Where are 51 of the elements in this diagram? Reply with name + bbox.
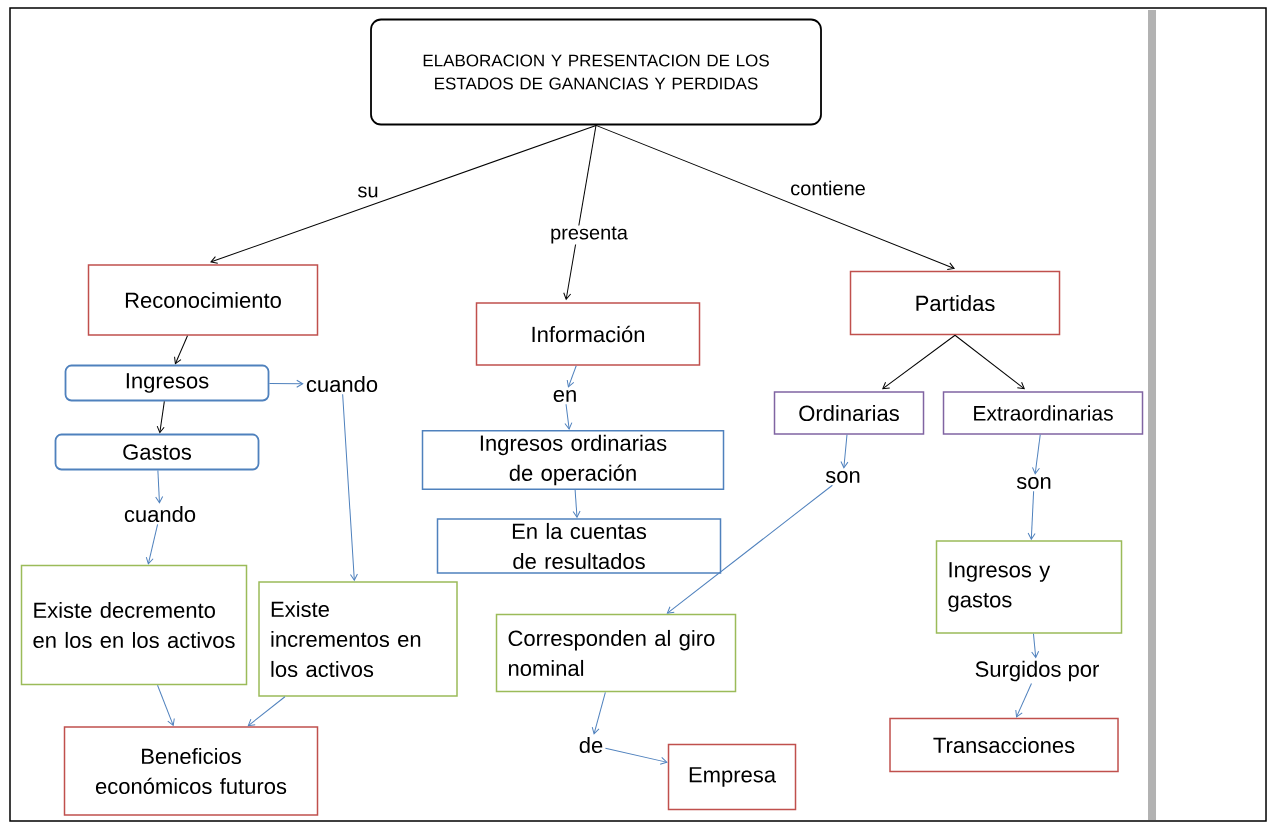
edge-label: su bbox=[356, 185, 380, 199]
concept-box: Corresponden al giro nominal bbox=[495, 613, 737, 693]
concept-box: Ingresos ordinarias de operación bbox=[421, 430, 725, 490]
concept-box: Existe incrementos en los activos bbox=[258, 581, 458, 697]
arrow bbox=[572, 489, 581, 518]
arrow bbox=[342, 393, 358, 581]
concept-box: Empresa bbox=[667, 743, 797, 811]
arrow bbox=[210, 124, 597, 264]
arrow bbox=[954, 334, 1025, 390]
concept-box: Existe decremento en los en los activos bbox=[20, 564, 248, 686]
arrow bbox=[666, 484, 833, 614]
rounded-box: ELABORACION Y PRESENTACION DE LOS ESTADOS DE GANANCIAS Y PERDIDAS bbox=[370, 18, 822, 126]
arrow bbox=[1027, 490, 1036, 540]
arrow bbox=[591, 691, 606, 735]
arrow bbox=[157, 684, 175, 726]
arrow bbox=[1032, 434, 1041, 475]
arrow bbox=[268, 379, 304, 388]
arrow bbox=[840, 434, 849, 469]
arrow bbox=[882, 334, 956, 390]
arrow bbox=[604, 747, 668, 765]
concept-box: Beneficios económicos futuros bbox=[63, 726, 319, 816]
arrow bbox=[563, 124, 597, 300]
linking-word: son bbox=[1016, 477, 1051, 490]
concept-box: Reconocimiento bbox=[87, 264, 319, 336]
arrow bbox=[564, 403, 573, 430]
concept-box: Extraordinarias bbox=[942, 391, 1144, 435]
rounded-box: Ingresos bbox=[64, 364, 270, 402]
linking-word: cuando bbox=[306, 375, 378, 393]
arrow bbox=[1031, 633, 1040, 659]
concept-box: Partidas bbox=[849, 270, 1061, 336]
edge-label: contiene bbox=[789, 179, 867, 197]
arrow bbox=[174, 335, 188, 365]
concept-box: Ordinarias bbox=[773, 391, 925, 435]
linking-word: cuando bbox=[124, 505, 196, 523]
linking-word: Surgidos por bbox=[975, 660, 1099, 682]
arrow bbox=[156, 400, 165, 434]
linking-word: son bbox=[825, 471, 860, 484]
arrow bbox=[247, 696, 286, 727]
arrow bbox=[1015, 682, 1032, 718]
concept-box: Transacciones bbox=[889, 717, 1119, 773]
linking-word: en bbox=[553, 390, 576, 403]
concept-box: Ingresos y gastos bbox=[935, 540, 1123, 634]
edge-label: presenta bbox=[549, 225, 629, 245]
concept-box: En la cuentas de resultados bbox=[436, 518, 722, 574]
arrow bbox=[155, 469, 164, 504]
arrow bbox=[145, 523, 159, 565]
concept-box: Información bbox=[475, 302, 701, 366]
linking-word: de bbox=[579, 736, 603, 754]
rounded-box: Gastos bbox=[54, 433, 260, 471]
arrow bbox=[566, 365, 577, 388]
arrow bbox=[595, 124, 955, 270]
